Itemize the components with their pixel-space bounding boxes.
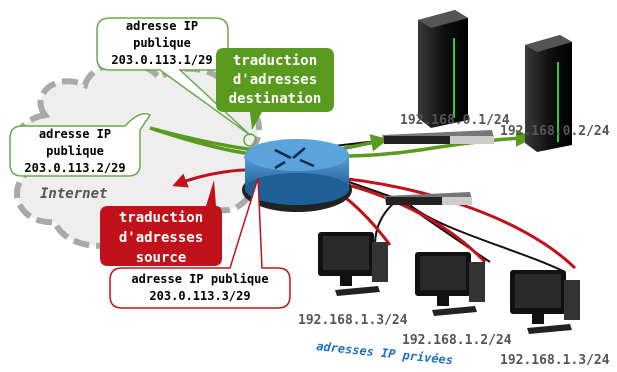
badge-line: source [136,250,187,266]
nat-destination-badge: traduction d'adresses destination [216,48,334,147]
callout-line: 203.0.113.1/29 [111,53,212,67]
workstation-icon [415,252,485,316]
switch-icon [384,192,472,205]
callout-line: publique [133,36,191,50]
badge-line: traduction [233,53,317,69]
callout-dest-public-ip: adresse IP publique 203.0.113.1/29 [96,17,251,136]
internet-label: Internet [40,186,107,202]
callout-line: adresse IP [39,127,111,141]
callout-line: adresse IP publique [131,272,268,286]
callout-line: 203.0.113.2/29 [24,161,125,175]
badge-line: traduction [119,210,203,226]
server-icon [418,10,468,128]
callout-line: adresse IP [126,19,198,33]
client1-ip: 192.168.1.3/24 [298,313,408,328]
router-icon [242,139,352,212]
callout-internet-public-ip: adresse IP publique 203.0.113.2/29 [9,113,152,177]
callout-line: publique [46,144,104,158]
badge-line: d'adresses [119,230,203,246]
server-icon [525,35,572,152]
badge-line: destination [229,91,322,107]
server2-ip: 192.168.0.2/24 [500,124,610,139]
callout-src-public-ip: adresse IP publique 203.0.113.3/29 [109,177,291,309]
client3-ip: 192.168.1.3/24 [500,353,610,368]
badge-line: d'adresses [233,72,317,88]
workstation-icon [510,270,580,334]
workstation-icon [318,232,388,296]
server1-ip: 192.168.0.1/24 [400,113,510,128]
client2-ip: 192.168.1.2/24 [402,333,512,348]
nat-source-badge: traduction d'adresses source [100,180,222,266]
switch-icon [382,130,494,144]
callout-line: 203.0.113.3/29 [149,289,250,303]
